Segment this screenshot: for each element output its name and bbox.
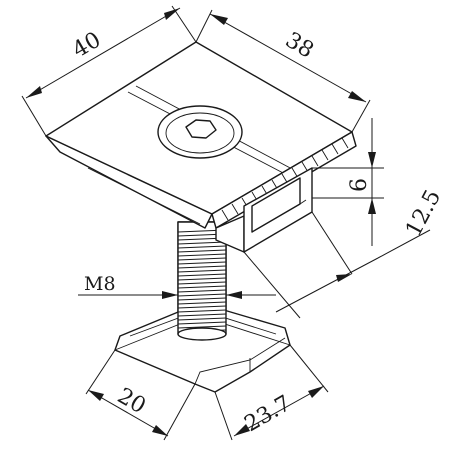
thread-line: [177, 245, 227, 249]
dim-6-label: 6: [347, 178, 372, 192]
thread-line: [177, 289, 227, 293]
thread-line: [177, 273, 227, 277]
thread-line: [177, 317, 227, 321]
dim-38-label: 38: [281, 28, 318, 64]
dim-23-7-label: 23.7: [241, 391, 296, 437]
t-nut: [114, 302, 291, 393]
dim-40-label: 40: [69, 28, 106, 64]
clamp-body: [45, 41, 357, 253]
thread-line: [177, 277, 227, 281]
thread-line: [177, 301, 227, 305]
thread-line: [177, 293, 227, 297]
thread-line: [177, 253, 227, 257]
thread-line: [177, 285, 227, 289]
thread-line: [177, 281, 227, 285]
thread-line: [177, 257, 227, 261]
thread-line: [177, 241, 227, 245]
thread-line: [177, 261, 227, 265]
dim-20-label: 20: [113, 384, 150, 420]
thread-line: [177, 309, 227, 313]
thread-line: [177, 265, 227, 269]
dim-m8-label: M8: [84, 273, 116, 295]
dim-6: 6: [312, 118, 384, 246]
thread-line: [177, 269, 227, 273]
thread-line: [177, 321, 227, 325]
thread-line: [177, 305, 227, 309]
dim-12-5-label: 12.5: [401, 186, 446, 241]
thread-line: [177, 325, 227, 329]
thread-line: [177, 297, 227, 301]
dim-m8: M8: [78, 273, 276, 299]
dim-38: 38: [195, 9, 371, 133]
thread-line: [177, 249, 227, 253]
thread-line: [177, 313, 227, 317]
